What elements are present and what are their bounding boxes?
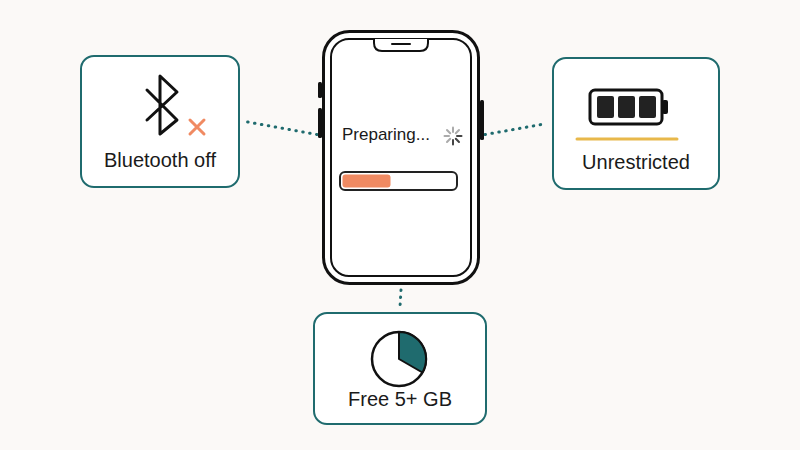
- side-button: [318, 108, 322, 138]
- spinner-ray: [452, 140, 454, 145]
- side-button: [318, 82, 322, 98]
- setting-label: Bluetooth off: [82, 148, 238, 172]
- battery-nub: [662, 100, 668, 114]
- status-text: Preparing...: [342, 125, 430, 145]
- setting-box: Bluetooth off: [80, 55, 240, 188]
- side-button: [480, 100, 484, 140]
- battery-body: [590, 90, 662, 124]
- setting-label: Unrestricted: [554, 150, 718, 174]
- setting-label: Free 5+ GB: [315, 387, 485, 411]
- dotted-connector: [485, 124, 547, 135]
- speaker: [392, 43, 410, 45]
- battery-bar: [639, 96, 656, 118]
- icon: [315, 314, 489, 427]
- spinner-ray: [447, 130, 450, 133]
- setting-box: Free 5+ GB: [313, 312, 487, 425]
- dotted-connector: [245, 122, 317, 135]
- progress-fill: [343, 175, 391, 188]
- phone-screen: Preparing...: [322, 30, 480, 285]
- icon: [322, 30, 480, 285]
- underline: [577, 138, 677, 141]
- spinner-ray: [457, 135, 462, 137]
- spinner-ray: [456, 130, 459, 133]
- spinner-ray: [456, 139, 459, 142]
- bluetooth-symbol: [147, 76, 177, 134]
- phone-screen: [331, 39, 471, 276]
- battery-bar: [597, 96, 614, 118]
- spinner-ray: [445, 135, 450, 137]
- spinner-ray: [447, 139, 450, 142]
- pie-chart: [372, 332, 426, 386]
- dotted-connector: [400, 290, 401, 307]
- setting-box: Unrestricted: [552, 57, 720, 190]
- phone-outline: [324, 32, 479, 284]
- battery-bar: [618, 96, 635, 118]
- spinner-ray: [452, 128, 454, 133]
- progress-bar: [340, 172, 457, 190]
- phone-notch: [374, 39, 428, 51]
- off-cross: [190, 120, 204, 134]
- spinner: [445, 128, 462, 145]
- pie-slice: [399, 332, 426, 373]
